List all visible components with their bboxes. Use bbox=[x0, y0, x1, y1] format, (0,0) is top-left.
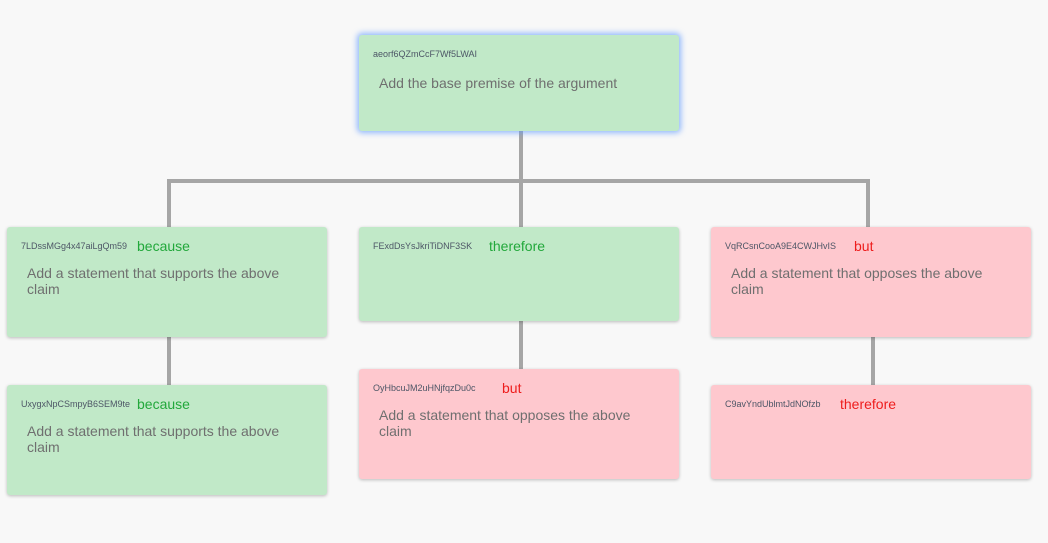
root-premise-node[interactable]: aeorf6QZmCcF7Wf5LWAI Add the base premis… bbox=[359, 35, 679, 131]
node-id: FExdDsYsJkriTiDNF3SK bbox=[373, 241, 473, 251]
node-id: C9avYndUblmtJdNOfzb bbox=[725, 399, 821, 409]
relation-label: but bbox=[854, 238, 874, 254]
node-id: OyHbcuJM2uHNjfqzDu0c bbox=[373, 383, 476, 393]
middle-child-node[interactable]: OyHbcuJM2uHNjfqzDu0c but Add a statement… bbox=[359, 369, 679, 479]
right-child-node[interactable]: C9avYndUblmtJdNOfzb therefore bbox=[711, 385, 1031, 479]
relation-label: but bbox=[502, 380, 522, 396]
relation-label: therefore bbox=[489, 238, 546, 254]
node-statement[interactable]: Add a statement that opposes the above c… bbox=[379, 407, 631, 439]
node-statement[interactable]: Add a statement that opposes the above c… bbox=[731, 265, 983, 297]
node-id: VqRCsnCooA9E4CWJHvIS bbox=[725, 241, 837, 251]
left-claim-node[interactable]: 7LDssMGg4x47aiLgQm59 because Add a state… bbox=[7, 227, 327, 337]
node-statement[interactable]: Add a statement that supports the above … bbox=[27, 423, 280, 455]
node-statement[interactable]: Add the base premise of the argument bbox=[379, 75, 618, 91]
relation-label: therefore bbox=[840, 396, 897, 412]
relation-label: because bbox=[137, 396, 190, 412]
node-id: 7LDssMGg4x47aiLgQm59 bbox=[21, 241, 128, 251]
node-statement[interactable]: Add a statement that supports the above … bbox=[27, 265, 280, 297]
left-child-node[interactable]: UxygxNpCSmpyB6SEM9te because Add a state… bbox=[7, 385, 327, 495]
relation-label: because bbox=[137, 238, 190, 254]
node-id: aeorf6QZmCcF7Wf5LWAI bbox=[373, 49, 478, 59]
node-id: UxygxNpCSmpyB6SEM9te bbox=[21, 399, 131, 409]
right-claim-node[interactable]: VqRCsnCooA9E4CWJHvIS but Add a statement… bbox=[711, 227, 1031, 337]
middle-claim-node[interactable]: FExdDsYsJkriTiDNF3SK therefore bbox=[359, 227, 679, 321]
